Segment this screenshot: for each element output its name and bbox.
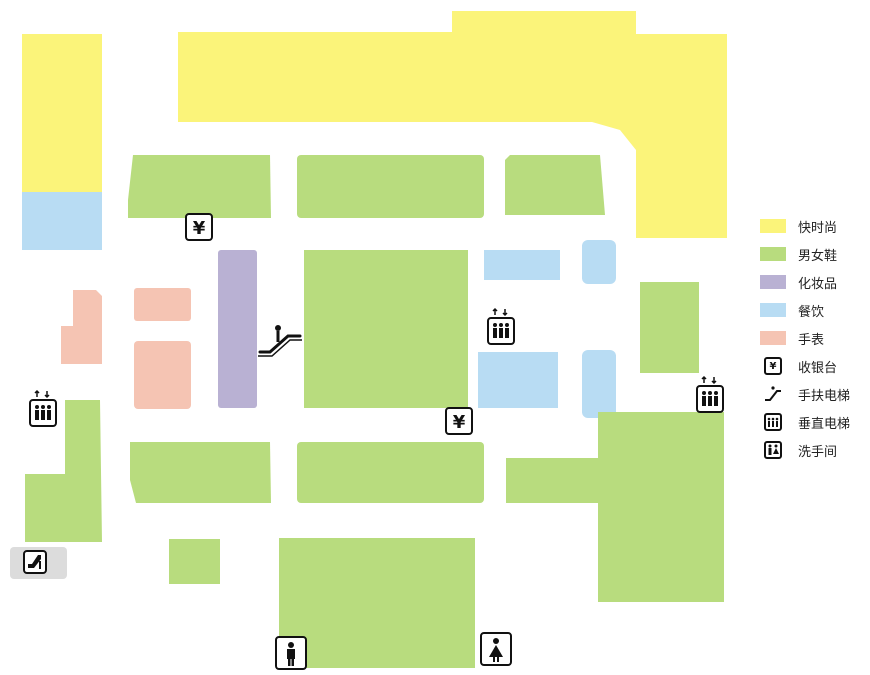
svg-text:¥: ¥	[193, 218, 206, 239]
escalator-icon	[764, 385, 782, 403]
shop-watches-1[interactable]	[134, 288, 191, 321]
legend-swatch-watches	[760, 331, 786, 345]
yen-icon: ¥	[764, 357, 782, 375]
watch-zones	[61, 288, 191, 409]
elevator-icon	[29, 389, 57, 427]
legend-item-escalator: 手扶电梯	[760, 380, 865, 408]
legend-label: 手表	[798, 332, 825, 348]
legend-item-cashier: ¥ 收银台	[760, 352, 865, 380]
legend-label: 快时尚	[798, 220, 838, 236]
legend-label: 手扶电梯	[798, 388, 851, 404]
elevator-icon	[487, 307, 515, 345]
legend-label: 垂直电梯	[798, 416, 851, 432]
elevator-icon	[764, 413, 782, 431]
shop-shoes-1[interactable]	[128, 155, 271, 218]
cashier-icon: ¥	[445, 407, 473, 435]
shoe-zones	[25, 155, 724, 668]
map-legend: 快时尚 男女鞋 化妆品 餐饮 手表 ¥ 收银台 手扶电梯 垂直电梯 洗手间	[760, 212, 865, 464]
shop-shoes-west[interactable]	[25, 400, 102, 542]
shop-dining-4[interactable]	[582, 350, 616, 418]
escalator-icon	[258, 325, 302, 357]
legend-item-elevator: 垂直电梯	[760, 408, 865, 436]
legend-swatch-cosmetics	[760, 275, 786, 289]
legend-label: 洗手间	[798, 444, 838, 460]
legend-swatch-shoes	[760, 247, 786, 261]
legend-label: 男女鞋	[798, 248, 838, 264]
legend-swatch-dining	[760, 303, 786, 317]
legend-label: 化妆品	[798, 276, 838, 292]
cashier-icon: ¥	[185, 213, 213, 241]
shop-dining-1[interactable]	[484, 250, 560, 280]
shop-shoes-south[interactable]	[279, 538, 475, 668]
shop-shoes-southeast[interactable]	[598, 412, 724, 602]
shop-dining-west[interactable]	[22, 192, 102, 250]
shop-fashion-north[interactable]	[178, 11, 727, 238]
shop-watches-2[interactable]	[134, 341, 191, 409]
legend-item-restroom: 洗手间	[760, 436, 865, 464]
restroom-female-icon	[480, 632, 512, 666]
shop-shoes-5[interactable]	[297, 442, 484, 503]
shop-shoes-2[interactable]	[297, 155, 484, 218]
shop-dining-2[interactable]	[582, 240, 616, 284]
shop-shoes-east[interactable]	[640, 282, 699, 373]
shop-shoes-4[interactable]	[130, 442, 271, 503]
dining-zones	[22, 192, 616, 418]
shop-shoes-center[interactable]	[304, 250, 468, 408]
fast-fashion-zones	[22, 11, 727, 238]
legend-label: 收银台	[798, 360, 838, 376]
legend-item-dining: 餐饮	[760, 296, 865, 324]
shop-cosmetics[interactable]	[218, 250, 257, 408]
shop-fashion-west[interactable]	[22, 34, 102, 192]
legend-item-cosmetics: 化妆品	[760, 268, 865, 296]
shop-watches-west[interactable]	[61, 290, 102, 364]
restroom-male-icon	[275, 636, 307, 670]
legend-item-fashion: 快时尚	[760, 212, 865, 240]
legend-label: 餐饮	[798, 304, 825, 320]
legend-item-shoes: 男女鞋	[760, 240, 865, 268]
legend-item-watches: 手表	[760, 324, 865, 352]
shop-shoes-6[interactable]	[506, 458, 606, 503]
elevator-icon	[696, 375, 724, 413]
high-heel-icon	[23, 550, 47, 574]
shop-dining-3[interactable]	[478, 352, 558, 408]
shop-shoes-3[interactable]	[505, 155, 605, 215]
restroom-icon	[764, 441, 782, 459]
shop-shoes-7[interactable]	[169, 539, 220, 584]
legend-swatch-fashion	[760, 219, 786, 233]
svg-text:¥: ¥	[453, 412, 466, 433]
